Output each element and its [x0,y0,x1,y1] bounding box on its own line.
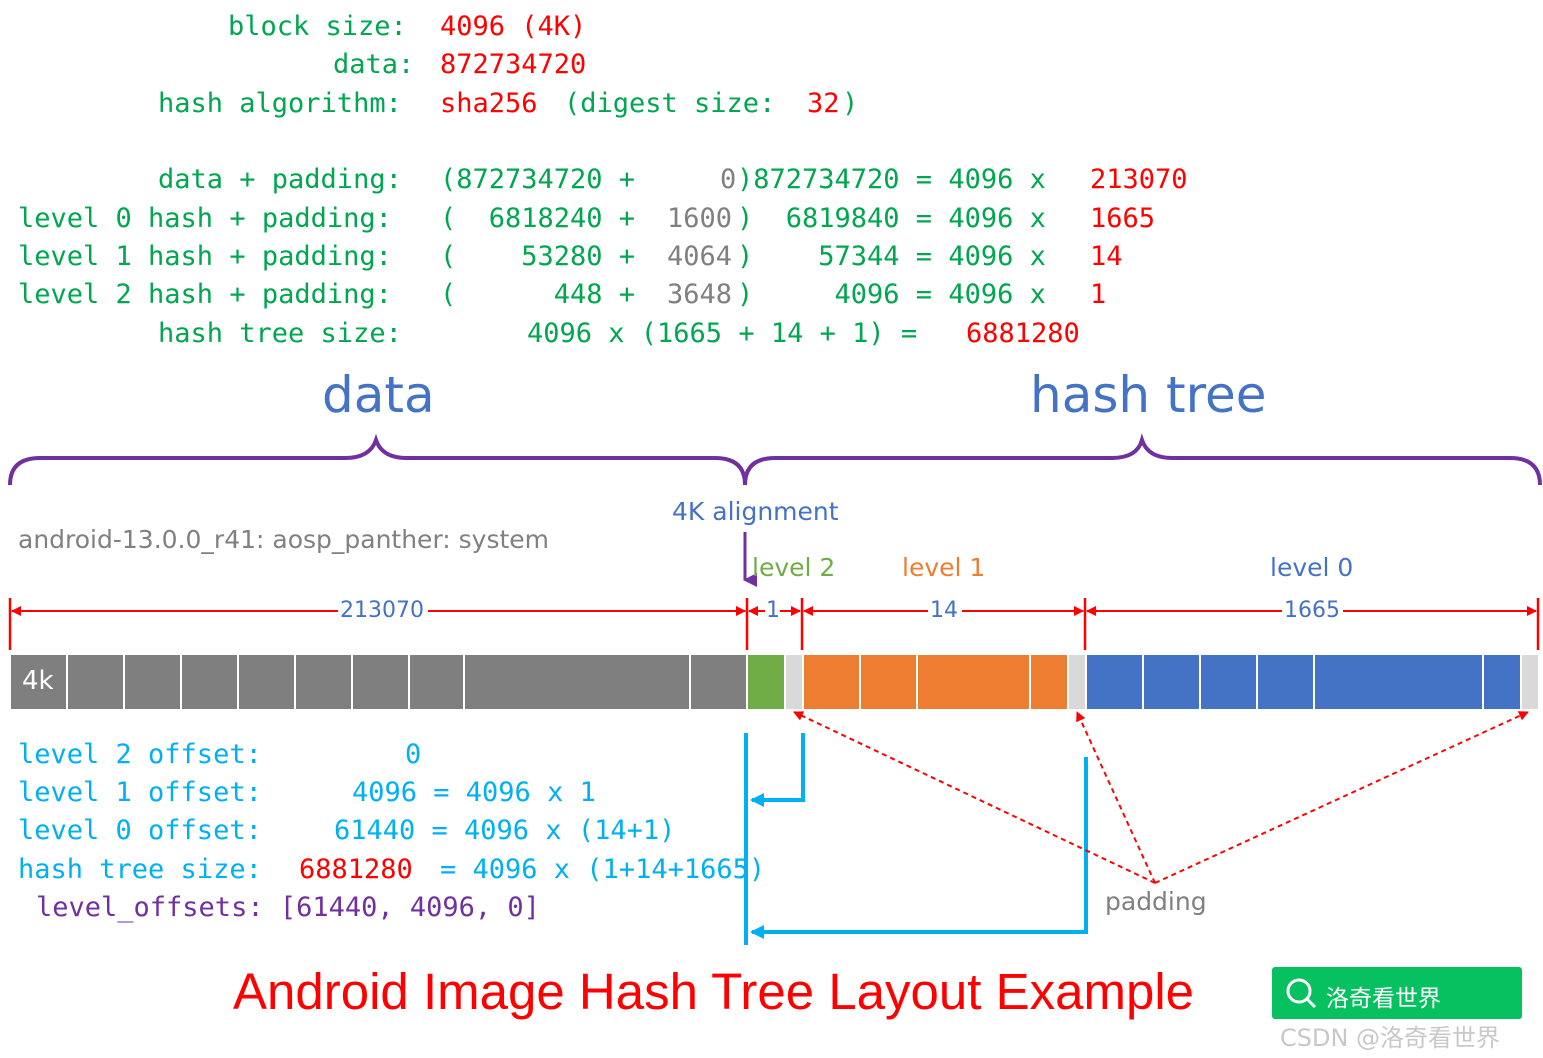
level0-hash-block [1256,653,1315,711]
data-block [351,653,410,711]
data-block [123,653,182,711]
row-l1-close: ) 57344 = 4096 x [737,241,1046,272]
diagram-title: Android Image Hash Tree Layout Example [233,963,1195,1020]
level0-hash-block [1142,653,1201,711]
tree-size-offset-label: hash tree size: [18,854,262,885]
digest-size-label: (digest size: [564,88,776,119]
l0-offset-value: 61440 = 4096 x (14+1) [334,815,676,846]
level1-count: 14 [930,598,958,623]
row-data-mult: 213070 [1090,164,1188,195]
row-data-close: )872734720 = 4096 x [737,164,1046,195]
level1-hash-block [802,653,861,711]
tree-size-value: 6881280 [966,318,1080,349]
data-block [66,653,125,711]
row-l1-mult: 14 [1090,241,1123,272]
search-icon [1286,978,1317,1009]
tree-size-expr: 4096 x (1665 + 14 + 1) = [527,318,918,349]
l2-offset-value: 0 [405,739,422,770]
data-block [180,653,239,711]
digest-size-close: ) [842,88,859,119]
row-l0-pad: 1600 [667,203,733,234]
row-l2-close: ) 4096 = 4096 x [737,279,1046,310]
level2-count: 1 [766,598,780,623]
row-data-pad: 0 [720,164,737,195]
block-size-4k-label: 4k [22,666,54,696]
data-block [237,653,296,711]
block-bar [9,653,1540,711]
data-blocks-count: 213070 [340,598,424,623]
tree-size-label: hash tree size: [158,318,402,349]
tree-size-offset-value: 6881280 [299,854,413,885]
row-l0-label: level 0 hash + padding: [18,203,392,234]
badge-text: 洛奇看世界 [1326,986,1441,1012]
padding-label: padding [1105,887,1207,916]
row-l0-mult: 1665 [1090,203,1156,234]
dimension-lines [8,598,1540,650]
data-value: 872734720 [440,49,587,80]
l0-offset-label: level 0 offset: [18,815,262,846]
csdn-watermark: CSDN @洛奇看世界 [1280,1024,1501,1052]
data-label: data: [333,49,415,80]
section-hash-tree-heading: hash tree [1030,366,1267,424]
level0-hash-block [1482,653,1522,711]
l1-offset-value: 4096 = 4096 x 1 [352,777,596,808]
digest-size-value: 32 [807,88,840,119]
padding-arrows [793,711,1529,884]
l1-offset-label: level 1 offset: [18,777,262,808]
data-block [294,653,353,711]
row-data-label: data + padding: [158,164,402,195]
block-size-label: block size: [228,11,407,42]
section-data-heading: data [322,366,435,424]
row-l1-label: level 1 hash + padding: [18,241,392,272]
level0-count: 1665 [1284,598,1340,623]
level0-hash-block [1313,653,1484,711]
l2-offset-label: level 2 offset: [18,739,262,770]
hash-tree-brace [743,433,1542,486]
level0-hash-block [1199,653,1258,711]
row-l0-close: ) 6819840 = 4096 x [737,203,1046,234]
row-l2-label: level 2 hash + padding: [18,279,392,310]
row-l2-pad: 3648 [667,279,733,310]
level0-padding-block [1520,653,1540,711]
level1-hash-block [1029,653,1069,711]
level0-label: level 0 [1270,553,1354,582]
alignment-label: 4K alignment [672,497,839,526]
level1-padding-block [1067,653,1087,711]
data-block [408,653,465,711]
level1-label: level 1 [902,553,986,582]
data-block [9,653,68,711]
row-data-open: (872734720 + [440,164,636,195]
data-block [463,653,691,711]
level2-label: level 2 [752,553,836,582]
level1-hash-block [859,653,918,711]
wechat-badge: 洛奇看世界 [1272,967,1522,1019]
block-size-value: 4096 (4K) [440,11,587,42]
offset-lines [744,733,1088,945]
level1-hash-block [916,653,1031,711]
data-brace [8,433,747,486]
level2-hash-block [746,653,786,711]
row-l0-open: ( 6818240 + [440,203,636,234]
build-label: android-13.0.0_r41: aosp_panther: system [18,525,550,554]
data-block [689,653,748,711]
row-l2-mult: 1 [1090,279,1107,310]
row-l1-pad: 4064 [667,241,733,272]
tree-size-offset-expr: = 4096 x (1+14+1665) [440,854,766,885]
hash-algorithm-label: hash algorithm: [158,88,402,119]
level-offsets-list: level_offsets: [61440, 4096, 0] [36,892,540,923]
level2-padding-block [784,653,804,711]
row-l2-open: ( 448 + [440,279,636,310]
level0-hash-block [1085,653,1144,711]
hash-algorithm-value: sha256 [440,88,538,119]
row-l1-open: ( 53280 + [440,241,636,272]
